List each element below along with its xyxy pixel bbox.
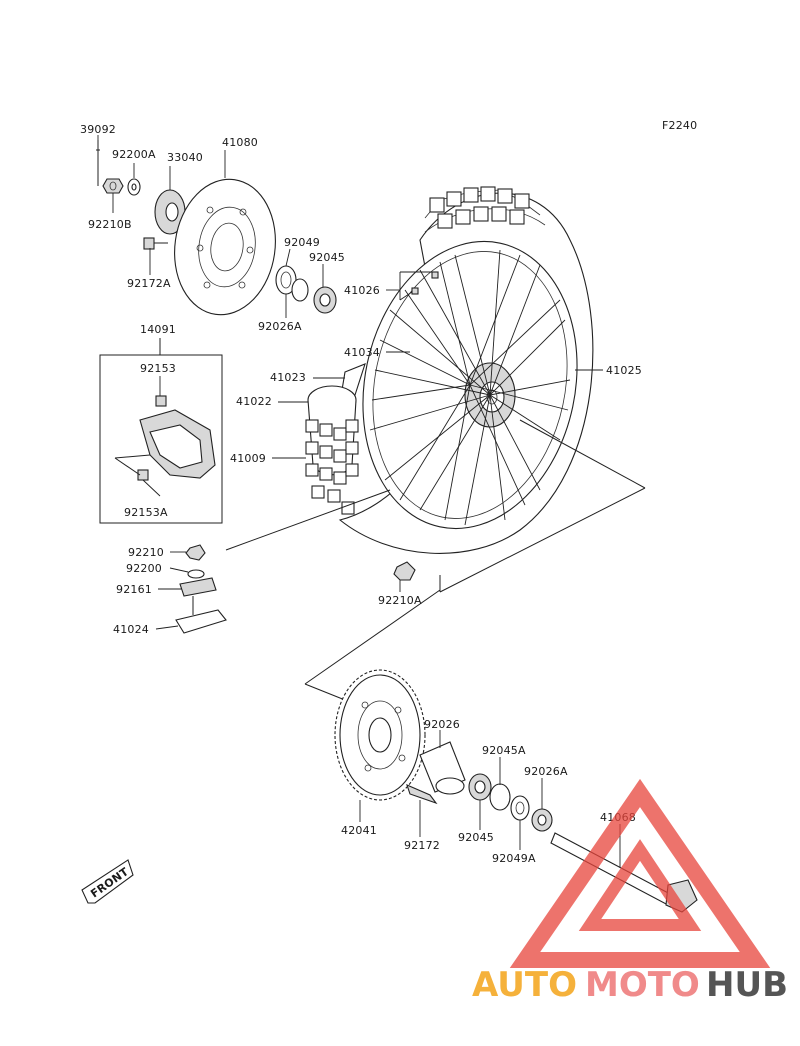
brake-disc-group	[96, 140, 337, 316]
label-39092: 39092	[80, 123, 116, 136]
label-14091: 14091	[140, 323, 176, 336]
tire-section-41009	[305, 419, 359, 515]
front-direction-arrow: FRONT	[81, 859, 134, 904]
watermark-auto: AUTO	[472, 965, 577, 1005]
label-92153: 92153	[140, 362, 176, 375]
label-92172A: 92172A	[127, 277, 171, 290]
label-92172: 92172	[404, 839, 440, 852]
chain-guard-box	[99, 338, 223, 524]
rear-sprocket-42041	[334, 669, 426, 801]
label-41022: 41022	[236, 395, 272, 408]
label-92026A-bottom: 92026A	[524, 765, 568, 778]
label-41025: 41025	[606, 364, 642, 377]
label-92049A: 92049A	[492, 852, 536, 865]
label-92161: 92161	[116, 583, 152, 596]
spokes-41034	[369, 249, 571, 526]
chain-adjuster-parts	[175, 544, 227, 634]
label-92153A: 92153A	[124, 506, 168, 519]
diagram-code: F2240	[662, 119, 697, 132]
label-42041: 42041	[341, 824, 377, 837]
label-41024: 41024	[113, 623, 149, 636]
leader-lines	[97, 135, 621, 868]
label-92200: 92200	[126, 562, 162, 575]
label-92045-top: 92045	[309, 251, 345, 264]
label-92210B: 92210B	[88, 218, 132, 231]
label-92049: 92049	[284, 236, 320, 249]
label-92200A: 92200A	[112, 148, 156, 161]
label-92026: 92026	[424, 718, 460, 731]
label-92045-bottom: 92045	[458, 831, 494, 844]
watermark-text: AUTO MOTO HUB	[472, 965, 788, 1005]
label-41009: 41009	[230, 452, 266, 465]
watermark-hub: HUB	[706, 965, 788, 1005]
label-41034: 41034	[344, 346, 380, 359]
rear-wheel-assembly	[225, 186, 646, 701]
label-33040: 33040	[167, 151, 203, 164]
watermark-logo	[509, 778, 771, 968]
brake-disc-41080	[174, 178, 276, 316]
label-92210: 92210	[128, 546, 164, 559]
label-41080: 41080	[222, 136, 258, 149]
label-92026A-top: 92026A	[258, 320, 302, 333]
label-92045A: 92045A	[482, 744, 526, 757]
label-41023: 41023	[270, 371, 306, 384]
watermark-moto: MOTO	[585, 965, 700, 1005]
label-92210A: 92210A	[378, 594, 422, 607]
tire-tread	[429, 186, 530, 229]
label-41026: 41026	[344, 284, 380, 297]
